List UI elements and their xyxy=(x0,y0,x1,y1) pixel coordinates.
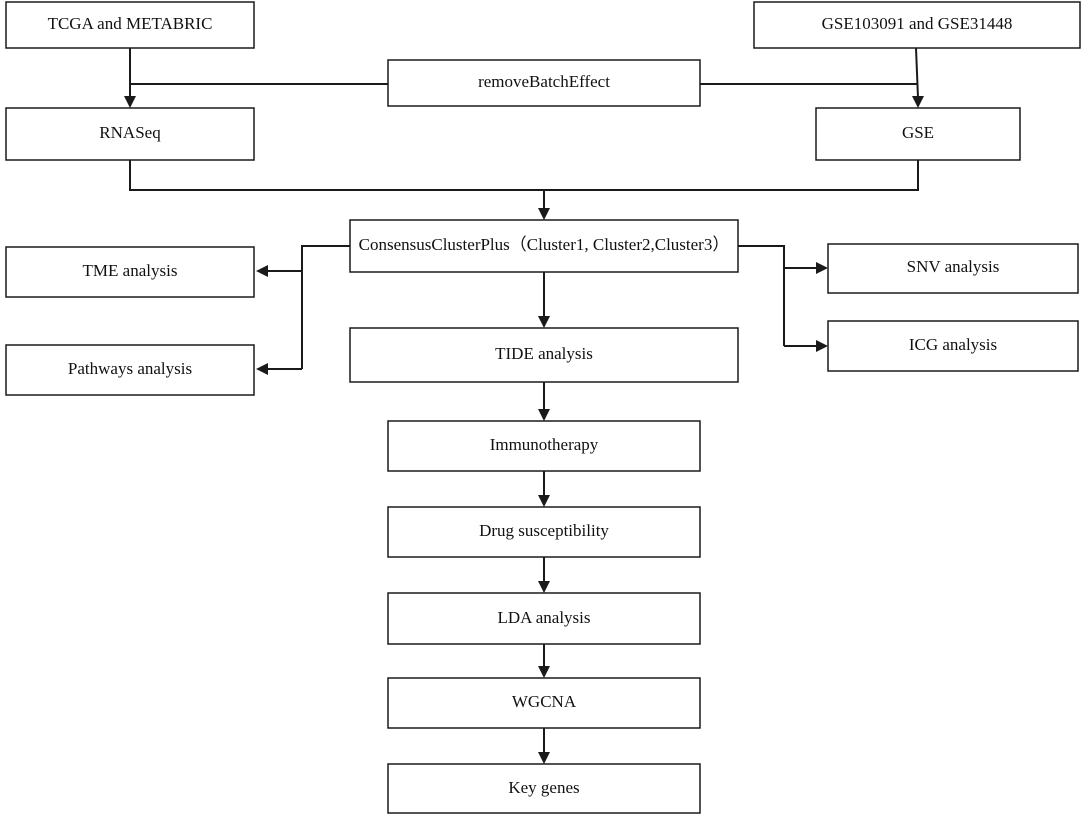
node-label: TME analysis xyxy=(83,261,178,280)
arrowhead-key-genes xyxy=(538,752,550,764)
node-label: RNASeq xyxy=(99,123,161,142)
node-label: LDA analysis xyxy=(497,608,590,627)
node-label: GSE xyxy=(902,123,934,142)
node-lda-analysis: LDA analysis xyxy=(387,592,701,645)
node-rnaseq: RNASeq xyxy=(5,107,255,161)
arrowhead-pathways xyxy=(256,363,268,375)
node-label: Immunotherapy xyxy=(490,435,599,454)
node-tme-analysis: TME analysis xyxy=(5,246,255,298)
arrowhead-icg xyxy=(816,340,828,352)
node-immunotherapy: Immunotherapy xyxy=(387,420,701,472)
node-label: removeBatchEffect xyxy=(478,72,610,91)
arrowhead-tide xyxy=(538,316,550,328)
node-label: Key genes xyxy=(508,778,579,797)
node-gse-sources: GSE103091 and GSE31448 xyxy=(753,1,1081,49)
arrowhead-rnaseq xyxy=(124,96,136,108)
node-label: Drug susceptibility xyxy=(479,521,609,540)
node-label: Pathways analysis xyxy=(68,359,192,378)
node-tcga-metabric: TCGA and METABRIC xyxy=(5,1,255,49)
arrowhead-lda xyxy=(538,581,550,593)
node-icg-analysis: ICG analysis xyxy=(827,320,1079,372)
arrowhead-consensus xyxy=(538,208,550,220)
node-label: ICG analysis xyxy=(909,335,997,354)
node-gse: GSE xyxy=(815,107,1021,161)
node-remove-batch-effect: removeBatchEffect xyxy=(387,59,701,107)
node-label: SNV analysis xyxy=(907,257,1000,276)
node-pathways-analysis: Pathways analysis xyxy=(5,344,255,396)
arrowhead-drug xyxy=(538,495,550,507)
node-label: ConsensusClusterPlus（Cluster1, Cluster2,… xyxy=(359,235,730,254)
node-label: GSE103091 and GSE31448 xyxy=(822,14,1013,33)
edge-gse-sources-gse xyxy=(915,47,919,99)
node-snv-analysis: SNV analysis xyxy=(827,243,1079,294)
node-consensus-cluster-plus: ConsensusClusterPlus（Cluster1, Cluster2,… xyxy=(349,219,739,273)
node-label: WGCNA xyxy=(512,692,577,711)
node-key-genes: Key genes xyxy=(387,763,701,814)
edge-consensus-right xyxy=(738,245,785,346)
edge-consensus-left xyxy=(301,245,350,369)
edge-rnaseq-consensus xyxy=(129,160,919,191)
node-wgcna: WGCNA xyxy=(387,677,701,729)
arrowhead-wgcna xyxy=(538,666,550,678)
connectors xyxy=(124,47,924,764)
arrowhead-gse xyxy=(912,96,924,108)
arrowhead-snv xyxy=(816,262,828,274)
node-label: TCGA and METABRIC xyxy=(48,14,213,33)
arrowhead-tme xyxy=(256,265,268,277)
arrowhead-immunotherapy xyxy=(538,409,550,421)
node-tide-analysis: TIDE analysis xyxy=(349,327,739,383)
node-drug-susceptibility: Drug susceptibility xyxy=(387,506,701,558)
node-label: TIDE analysis xyxy=(495,344,593,363)
